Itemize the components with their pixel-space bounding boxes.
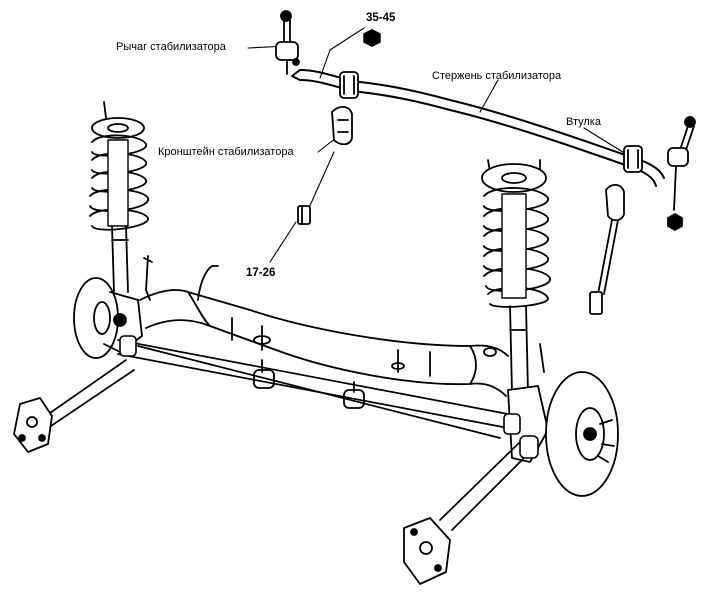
arm-bushings <box>119 335 539 459</box>
leader-lines <box>247 27 627 263</box>
stabilizer-link-right <box>667 116 696 231</box>
stabilizer-bracket-left <box>297 106 353 225</box>
strut-left <box>73 101 153 359</box>
bar-bushing-left <box>339 71 359 99</box>
arm-bracket-left <box>13 397 53 453</box>
label-torque-35-45: 35-45 <box>366 12 396 24</box>
label-stabilizer-bar: Стержень стабилизатора <box>432 70 562 82</box>
stabilizer-bracket-right <box>589 184 625 315</box>
control-arms <box>39 339 531 531</box>
arm-bracket-right <box>403 517 451 585</box>
axle-beam <box>139 265 509 409</box>
label-bushing: Втулка <box>566 116 601 128</box>
label-stabilizer-link: Рычаг стабилизатора <box>116 41 226 53</box>
label-stabilizer-bracket: Кронштейн стабилизатора <box>158 146 294 158</box>
label-torque-17-26: 17-26 <box>246 267 276 279</box>
strut-right <box>481 159 619 497</box>
stabilizer-link-left <box>275 10 300 75</box>
nut-35-45 <box>363 29 381 47</box>
bar-bushing-right <box>623 145 643 173</box>
